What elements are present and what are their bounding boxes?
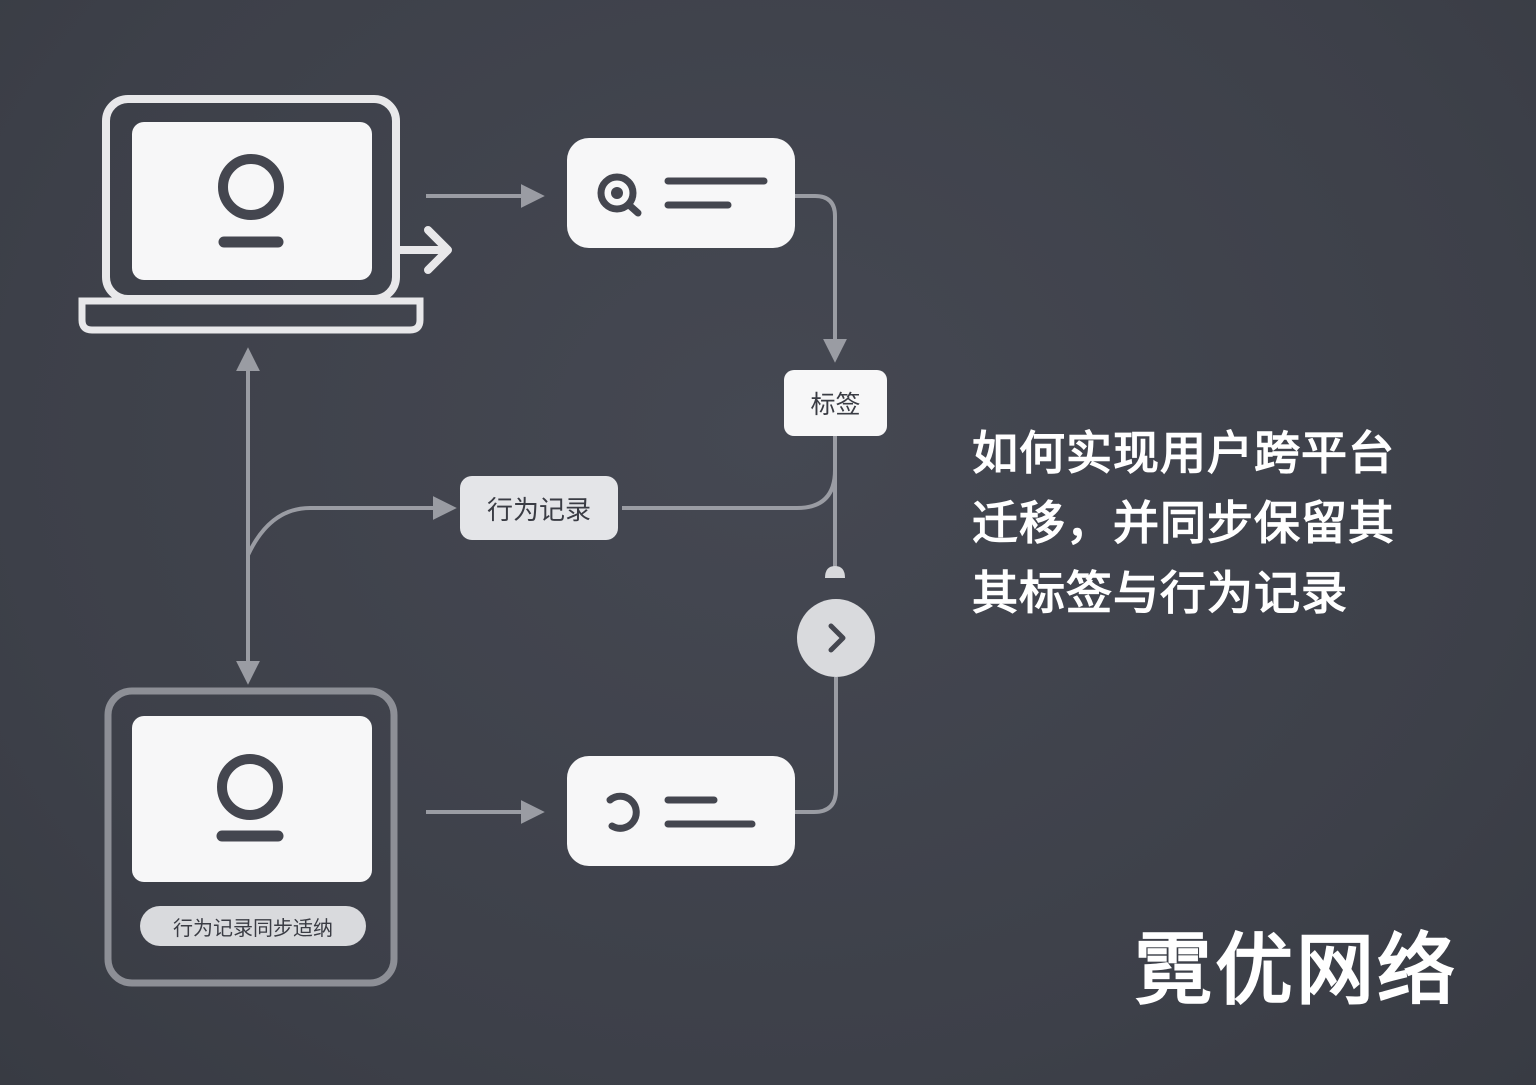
junction-dot [825, 566, 845, 578]
headline-line-1: 如何实现用户跨平台 [972, 426, 1395, 480]
tag-label: 标签 [784, 370, 887, 436]
search-card [567, 138, 795, 248]
headline-line-2: 迁移，并同步保留其 [972, 496, 1395, 550]
tablet-user-icon [216, 754, 284, 842]
brand-name: 霓优网络 [1134, 926, 1459, 1016]
sync-status-label: 行为记录同步适纳 [140, 906, 366, 946]
connector-search-to-tag [795, 194, 847, 363]
tablet-device [104, 687, 398, 987]
connector-tag-to-behavior [622, 436, 837, 510]
refresh-card [567, 756, 795, 866]
refresh-icon [606, 792, 640, 832]
laptop-device [78, 95, 424, 334]
laptop-export-arrowhead [424, 226, 452, 274]
next-step-button [797, 599, 875, 677]
search-icon [597, 173, 642, 217]
laptop-user-icon [218, 154, 284, 248]
headline: 如何实现用户跨平台 迁移，并同步保留其 其标签与行为记录 [972, 418, 1442, 628]
behavior-record-label: 行为记录 [460, 476, 618, 540]
connector-chevron-to-refresh [795, 677, 838, 814]
connector-to-behavior [246, 496, 457, 556]
headline-line-3: 其标签与行为记录 [972, 566, 1348, 620]
chevron-right-icon [828, 623, 846, 653]
